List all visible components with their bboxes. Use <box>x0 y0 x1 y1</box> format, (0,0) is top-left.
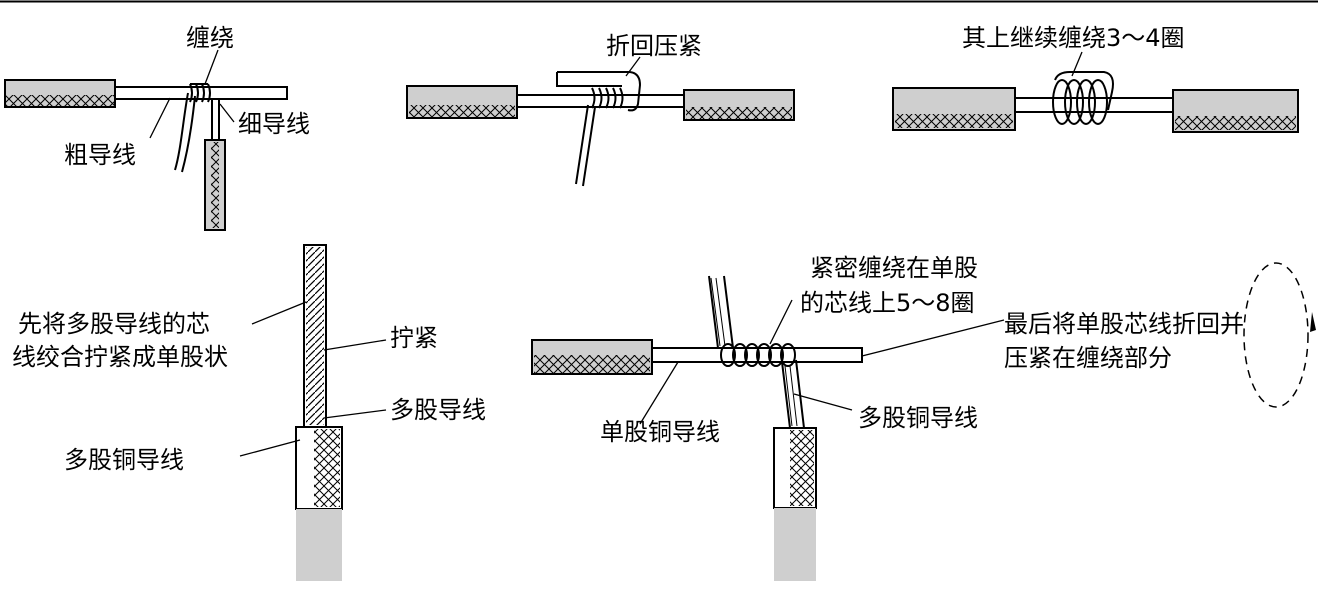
panel-3-continue-wrap: 其上继续缠绕3～4圈 <box>892 24 1299 133</box>
right-wire-hatch <box>686 107 792 119</box>
panel-2-fold-press: 折回压紧 <box>406 32 795 187</box>
thin-wire-hatch <box>211 142 219 228</box>
single-copper-leader <box>639 361 679 425</box>
left-wire-hatch <box>895 114 1013 128</box>
thick-wire-leader <box>149 97 171 139</box>
right-wire-hatch <box>1175 116 1296 130</box>
panel-5-tight-wrap: 紧密缠绕在单股 的芯线上5～8圈 最后将单股芯线折回并 压紧在缠绕部分 单股铜导… <box>531 254 1316 581</box>
wrap-label: 缠绕 <box>186 24 234 52</box>
tighten-label: 拧紧 <box>390 324 438 352</box>
multi-copper-leader <box>793 393 853 411</box>
wrap-leader <box>204 49 219 85</box>
tighten-leader <box>323 339 387 351</box>
panel-4-twist-strands: 先将多股导线的芯 线绞合拧紧成单股状 拧紧 多股导线 多股铜导线 <box>12 244 486 581</box>
multi-wire-hatch <box>790 430 814 506</box>
single-copper-label: 单股铜导线 <box>600 418 720 446</box>
multi-strand-leader <box>323 409 387 419</box>
fold-press-label: 折回压紧 <box>606 32 702 60</box>
multi-wire-sleeve <box>774 508 816 581</box>
final-fold-line2: 压紧在缠绕部分 <box>1004 344 1172 372</box>
final-fold-leader <box>861 319 1005 357</box>
twist-note-line1: 先将多股导线的芯 <box>18 310 210 338</box>
final-fold-line1: 最后将单股芯线折回并 <box>1004 310 1244 338</box>
fold-back-inner <box>556 72 622 87</box>
thin-wire-core <box>211 100 220 140</box>
thin-wire-leader <box>219 103 235 123</box>
press-coil <box>591 87 624 109</box>
continue-coil <box>1052 79 1108 125</box>
tight-wrap-leader <box>769 299 793 345</box>
left-wire-hatch <box>409 105 515 117</box>
fold-indicator-dashed <box>1243 262 1309 408</box>
multi-wire-hatch <box>314 429 340 507</box>
continue-wrap-label: 其上继续缠绕3～4圈 <box>962 24 1185 52</box>
single-wire-hatch <box>534 355 650 373</box>
thick-wire-core <box>114 86 288 100</box>
tight-wrap-line1: 紧密缠绕在单股 <box>810 254 978 282</box>
twisted-core-hatch <box>306 247 324 425</box>
strand-out <box>781 359 805 429</box>
thick-wire-label: 粗导线 <box>64 141 136 169</box>
multi-copper-label-2: 多股铜导线 <box>858 404 978 432</box>
thin-wire-tail <box>174 92 196 173</box>
strand-in <box>708 275 734 349</box>
fold-back-wire <box>557 71 642 112</box>
multi-copper-label: 多股铜导线 <box>64 446 184 474</box>
tight-coil <box>720 343 796 367</box>
multi-copper-leader <box>239 439 301 457</box>
fold-press-leader <box>625 56 641 77</box>
multi-strand-label: 多股导线 <box>390 396 486 424</box>
twist-note-line2: 线绞合拧紧成单股状 <box>12 343 228 371</box>
twist-note-leader <box>251 301 307 325</box>
panel-1-wrap-start: 缠绕 粗导线 细导线 <box>4 24 310 231</box>
fold-indicator-arrow <box>1310 312 1316 332</box>
multi-wire-sleeve <box>296 509 342 581</box>
fold-loop <box>1054 71 1114 111</box>
thick-wire-hatch <box>6 95 114 106</box>
wire-tail <box>575 104 596 187</box>
thin-wire-label: 细导线 <box>238 110 310 138</box>
tight-wrap-line2: 的芯线上5～8圈 <box>800 289 975 317</box>
continue-wrap-leader <box>1071 51 1083 77</box>
